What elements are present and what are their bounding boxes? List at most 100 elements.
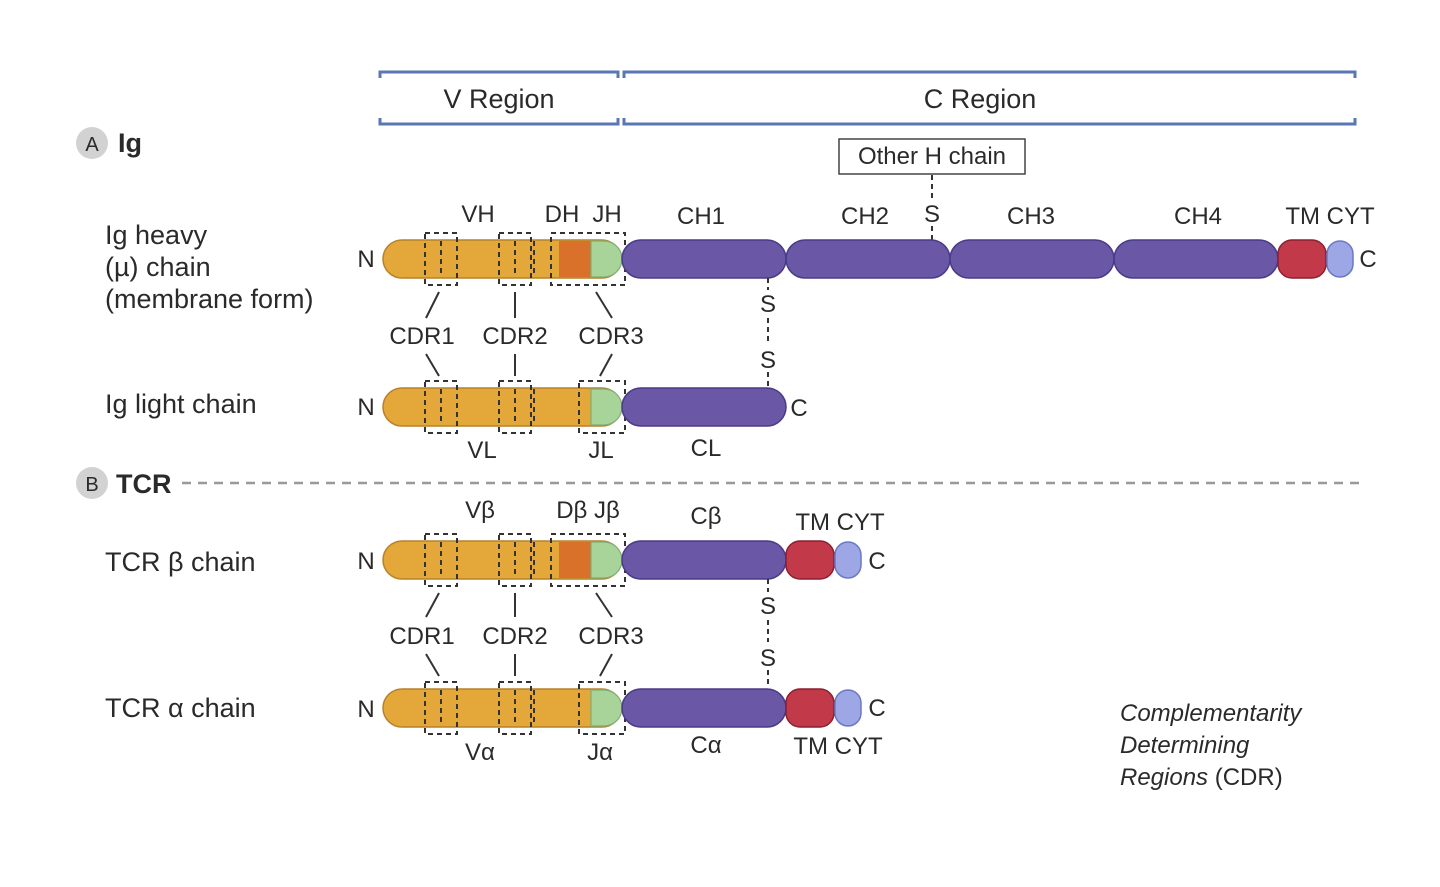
ig-heavy-ch3-label: CH3: [1007, 203, 1055, 230]
tcr-beta-transmembrane: [785, 540, 835, 580]
ig-heavy-vh-label: VH: [461, 201, 494, 228]
ig-heavy-ch4-label: CH4: [1174, 203, 1222, 230]
ig-cdr3-pointer-bottom: [599, 353, 613, 377]
ig-light-vl-label: VL: [467, 437, 496, 464]
ig-cdr1-pointer-bottom: [425, 353, 440, 377]
tcr-beta-cdr2-box: [498, 533, 532, 587]
tcr-beta-n-terminus: N: [357, 548, 374, 575]
tcr-alpha-transmembrane: [785, 688, 835, 728]
tcr-disulfide: S S: [760, 579, 776, 688]
tcr-cdr3-label: CDR3: [578, 623, 643, 650]
tcr-alpha-ca-label: Cα: [690, 732, 721, 759]
tcr-beta-tm-cyt-label: TM CYT: [795, 509, 885, 536]
c-region-label: C Region: [924, 84, 1037, 114]
tcr-alpha-cdr2-box: [498, 681, 532, 735]
tcr-cdr2-label: CDR2: [482, 623, 547, 650]
tcr-beta-constant-domain: [621, 540, 787, 580]
ig-heavy-j-segment: [590, 240, 623, 278]
tcr-beta-cdr1-box: [424, 533, 458, 587]
tcr-cdr1-pointer-bottom: [425, 653, 440, 677]
ig-heavy-dh-label: DH: [545, 201, 580, 228]
tcr-beta-vb-label: Vβ: [465, 497, 495, 524]
tcr-beta-d-segment: [559, 542, 591, 578]
tcr-s2: S: [760, 645, 776, 672]
tcr-alpha-variable-domain: [382, 688, 622, 728]
tcr-alpha-chain: TCR α chain N C Vα Jα Cα TM CYT: [105, 681, 886, 766]
ig-heavy-ch2-label: CH2: [841, 203, 889, 230]
ig-light-cdr1-box: [424, 380, 458, 434]
tcr-alpha-ja-label: Jα: [587, 739, 613, 766]
ig-light-label: Ig light chain: [105, 389, 257, 419]
tcr-beta-db-jb-label: Dβ Jβ: [556, 497, 620, 524]
tcr-cdr-labels: CDR1 CDR2 CDR3: [389, 592, 644, 677]
ig-light-variable-domain: [382, 387, 622, 427]
ig-cdr1-label: CDR1: [389, 323, 454, 350]
ig-cdr3-label: CDR3: [578, 323, 643, 350]
ig-heavy-ch3-domain: [949, 239, 1115, 279]
ig-heavy-light-disulfide: S S: [760, 278, 776, 388]
other-h-chain-box: [838, 138, 1026, 175]
ig-cdr-labels: CDR1 CDR2 CDR3: [389, 291, 644, 377]
tcr-beta-chain: TCR β chain N C Vβ Dβ Jβ Cβ TM CYT: [105, 497, 886, 587]
tcr-beta-cytoplasmic-tail: [834, 541, 862, 579]
ig-heavy-cdr2-box: [498, 232, 532, 286]
section-b-heading: B TCR: [76, 467, 1365, 499]
heavy-disulfide-s-top: S: [924, 201, 940, 228]
v-region-bracket: [378, 70, 620, 126]
ig-heavy-tm-cyt-label: TM CYT: [1285, 203, 1375, 230]
section-a-title: Ig: [118, 128, 142, 158]
ig-heavy-chain: Ig heavy (µ) chain (membrane form) N VH …: [105, 201, 1377, 314]
section-a-badge-letter: A: [85, 134, 99, 156]
tcr-cdr3-pointer-bottom: [599, 653, 613, 677]
tcr-beta-label: TCR β chain: [105, 547, 256, 577]
tcr-alpha-cytoplasmic-tail: [834, 689, 862, 727]
tcr-alpha-label: TCR α chain: [105, 693, 256, 723]
ig-cdr2-label: CDR2: [482, 323, 547, 350]
tcr-s1: S: [760, 593, 776, 620]
tcr-cdr1-label: CDR1: [389, 623, 454, 650]
ig-heavy-n-terminus: N: [357, 246, 374, 273]
tcr-cdr1-pointer-top: [425, 592, 440, 618]
ig-light-n-terminus: N: [357, 394, 374, 421]
cdr-legend: Complementarity Determining Regions (CDR…: [1120, 700, 1303, 791]
tcr-alpha-c-terminus: C: [868, 695, 885, 722]
v-region-label: V Region: [443, 84, 554, 114]
legend-line3-plain: (CDR): [1208, 764, 1283, 791]
tcr-alpha-va-label: Vα: [465, 739, 495, 766]
ig-light-jl-label: JL: [588, 437, 613, 464]
legend-line2: Determining: [1120, 732, 1250, 759]
section-a-heading: A Ig: [76, 127, 142, 159]
ig-heavy-transmembrane: [1277, 239, 1327, 279]
tcr-alpha-j-segment: [590, 689, 623, 727]
section-a-badge: [76, 127, 108, 159]
ig-heavy-ch2-domain: [785, 239, 951, 279]
ig-hl-s1: S: [760, 291, 776, 318]
other-h-chain-label: Other H chain: [858, 143, 1006, 170]
ig-light-j-segment: [590, 388, 623, 426]
region-brackets: V Region C Region: [378, 70, 1357, 126]
ig-hl-s2: S: [760, 347, 776, 374]
tcr-alpha-n-terminus: N: [357, 696, 374, 723]
section-b-badge: [76, 467, 108, 499]
tcr-alpha-constant-domain: [621, 688, 787, 728]
other-h-chain-callout: Other H chain S: [838, 138, 1026, 240]
ig-heavy-ch1-domain: [621, 239, 787, 279]
ig-heavy-c-terminus: C: [1359, 246, 1376, 273]
tcr-beta-j-segment: [590, 541, 623, 579]
ig-heavy-cdr1-box: [424, 232, 458, 286]
tcr-beta-cb-label: Cβ: [690, 503, 721, 530]
legend-line3-italic: Regions: [1120, 764, 1208, 791]
ig-cdr3-pointer-top: [595, 291, 613, 319]
ig-light-c-terminus: C: [790, 395, 807, 422]
ig-heavy-jh-label: JH: [592, 201, 621, 228]
section-b-badge-letter: B: [85, 474, 98, 496]
c-region-bracket: [622, 70, 1357, 126]
ig-heavy-ch4-domain: [1113, 239, 1279, 279]
legend-line1: Complementarity: [1120, 700, 1303, 727]
ig-light-cl-label: CL: [691, 435, 722, 462]
ig-light-chain: Ig light chain N C VL JL CL: [105, 380, 808, 464]
tcr-alpha-cdr1-box: [424, 681, 458, 735]
ig-heavy-cytoplasmic-tail: [1326, 240, 1354, 278]
ig-heavy-ch1-label: CH1: [677, 203, 725, 230]
